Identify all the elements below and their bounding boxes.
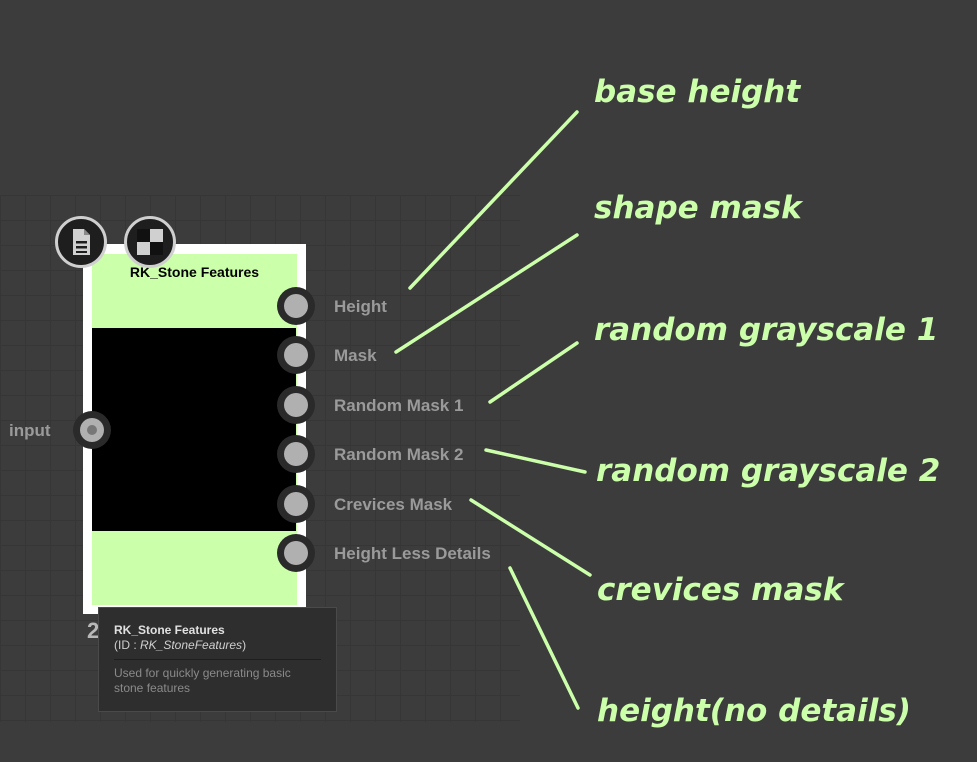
output-label: Crevices Mask: [334, 495, 453, 514]
tooltip-title: RK_Stone Features: [114, 623, 225, 637]
input-pin-dot: [87, 425, 97, 435]
annotation-line: [469, 498, 592, 577]
node-index: 2: [87, 618, 100, 643]
annotation-label: random grayscale 2: [596, 453, 941, 489]
output-pin-random-mask-1[interactable]: [277, 386, 315, 424]
tooltip: RK_Stone Features (ID : RK_StoneFeatures…: [98, 607, 337, 712]
annotation-line: [394, 233, 579, 354]
annotation-label: random grayscale 1: [594, 312, 939, 348]
annotation-line: [508, 566, 580, 710]
output-pin-random-mask-2[interactable]: [277, 435, 315, 473]
tooltip-id-suffix: ): [242, 638, 247, 652]
document-list-icon[interactable]: [55, 216, 107, 268]
output-pin-height-less-details[interactable]: [277, 534, 315, 572]
output-label: Height Less Details: [334, 544, 491, 563]
annotation-label: crevices mask: [597, 572, 844, 608]
node-thumbnail: [92, 328, 296, 531]
output-pin-mask[interactable]: [277, 336, 315, 374]
tooltip-description: Used for quickly generating basic stone …: [114, 666, 291, 695]
annotation-label: base height: [594, 74, 801, 110]
annotation-line: [488, 341, 579, 404]
annotation-line: [408, 110, 579, 290]
annotation-label: height(no details): [597, 693, 911, 729]
output-pin-crevices-mask[interactable]: [277, 485, 315, 523]
tooltip-id-prefix: (ID :: [114, 638, 140, 652]
input-label: input: [9, 421, 51, 440]
output-label: Height: [334, 297, 387, 316]
output-label: Random Mask 1: [334, 396, 464, 415]
output-pin-height[interactable]: [277, 287, 315, 325]
annotation-line: [484, 448, 587, 474]
annotation-label: shape mask: [594, 190, 802, 226]
tooltip-id: (ID : RK_StoneFeatures): [114, 638, 321, 652]
output-label: Mask: [334, 346, 377, 365]
checker-icon[interactable]: [124, 216, 176, 268]
output-label: Random Mask 2: [334, 445, 464, 464]
tooltip-id-value: RK_StoneFeatures: [140, 638, 243, 652]
node-title: RK_Stone Features: [129, 264, 260, 280]
